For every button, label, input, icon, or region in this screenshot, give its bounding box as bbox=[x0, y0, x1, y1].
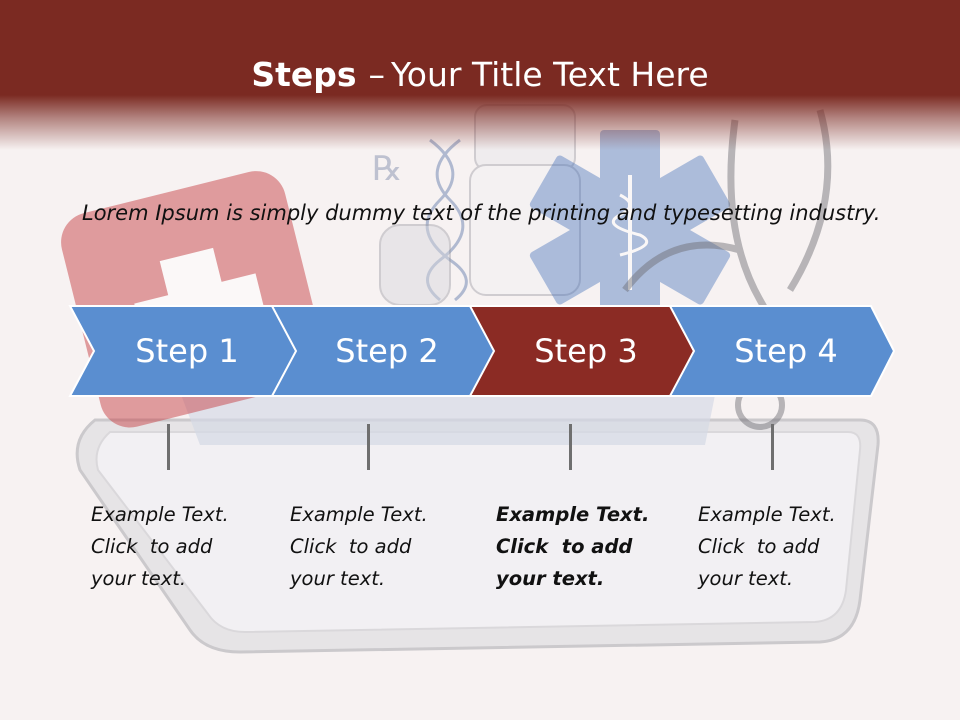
step-1-desc-line-2: Click to add bbox=[91, 535, 213, 558]
title-separator: – bbox=[368, 55, 386, 94]
step-3-desc-line-2: Click to add bbox=[496, 535, 633, 558]
step-3-desc-line-1: Example Text. bbox=[496, 503, 650, 526]
step-4-label: Step 4 bbox=[734, 332, 838, 370]
step-4-desc-line-2: Click to add bbox=[698, 535, 820, 558]
step-1-description[interactable]: Example Text. Click to add your text. bbox=[91, 499, 261, 595]
title-text: Your Title Text Here bbox=[391, 55, 709, 94]
step-4-desc-line-3: your text. bbox=[698, 567, 794, 590]
title-bold: Steps bbox=[251, 55, 357, 94]
step-1-label: Step 1 bbox=[135, 332, 239, 370]
step-2-connector bbox=[367, 424, 370, 470]
step-3-label: Step 3 bbox=[534, 332, 638, 370]
star-of-life-icon bbox=[529, 130, 731, 330]
step-3-connector bbox=[569, 424, 572, 470]
page-title: Steps–Your Title Text Here bbox=[0, 52, 960, 98]
step-1-connector bbox=[167, 424, 170, 470]
step-1-desc-line-1: Example Text. bbox=[91, 503, 229, 526]
step-2-label: Step 2 bbox=[335, 332, 439, 370]
step-4-chevron[interactable] bbox=[668, 305, 896, 397]
svg-text:℞: ℞ bbox=[372, 149, 402, 189]
step-4-description[interactable]: Example Text. Click to add your text. bbox=[698, 499, 868, 595]
step-2-description[interactable]: Example Text. Click to add your text. bbox=[290, 499, 460, 595]
rx-icon: ℞ bbox=[372, 149, 402, 189]
step-4-desc-line-1: Example Text. bbox=[698, 503, 836, 526]
step-4-connector bbox=[771, 424, 774, 470]
step-3-desc-line-3: your text. bbox=[496, 567, 605, 590]
step-2-desc-line-1: Example Text. bbox=[290, 503, 428, 526]
intro-text: Lorem Ipsum is simply dummy text of the … bbox=[82, 201, 881, 225]
step-3-description[interactable]: Example Text. Click to add your text. bbox=[496, 499, 666, 595]
step-1-desc-line-3: your text. bbox=[91, 567, 187, 590]
step-2-desc-line-2: Click to add bbox=[290, 535, 412, 558]
dna-icon bbox=[425, 138, 468, 302]
step-2-desc-line-3: your text. bbox=[290, 567, 386, 590]
header-band bbox=[0, 0, 960, 150]
